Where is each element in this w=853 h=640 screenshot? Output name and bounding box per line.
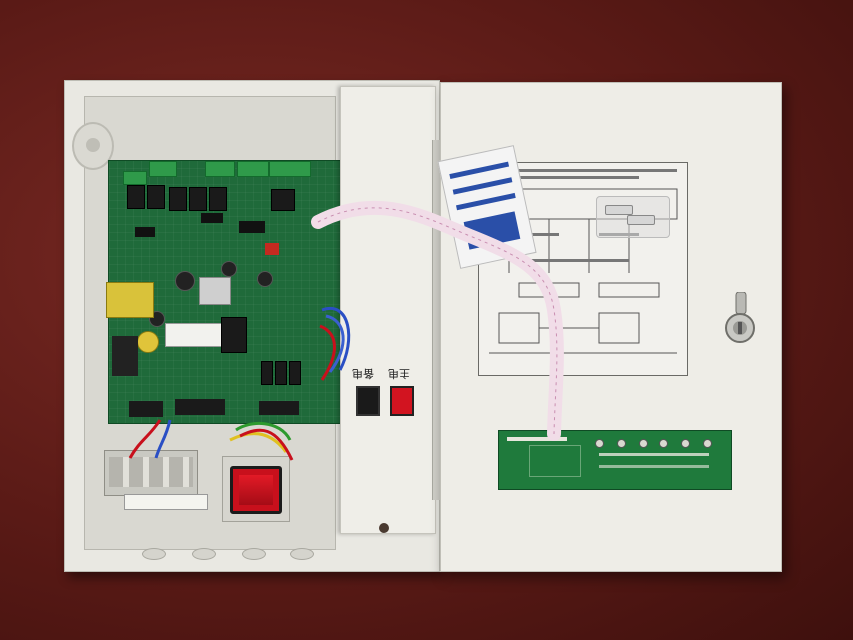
terminal-strip: [104, 450, 198, 496]
terminal-block: [149, 161, 177, 177]
indicator-led: [703, 439, 712, 448]
cable-knockout: [242, 548, 266, 560]
terminal-block: [269, 161, 311, 177]
dip-switch: [265, 243, 279, 255]
cam-lock-icon[interactable]: [722, 292, 758, 348]
relay: [189, 187, 207, 211]
capacitor: [221, 261, 237, 277]
ic-chip: [201, 213, 223, 223]
screw-terminal: [259, 401, 299, 415]
relay: [221, 317, 247, 353]
relay: [209, 187, 227, 211]
spare-fuse: [627, 215, 655, 225]
buzzer-icon: [72, 122, 114, 170]
backup-power-label: 备电: [352, 367, 374, 380]
capacitor: [257, 271, 273, 287]
ic-chip: [135, 227, 155, 237]
relay: [169, 187, 187, 211]
mounting-hole: [379, 523, 389, 533]
front-cover-plate: [340, 86, 436, 534]
relay: [261, 361, 273, 385]
cable-knockout: [192, 548, 216, 560]
screw-terminal: [129, 401, 163, 417]
terminal-block: [123, 171, 147, 185]
board-label-sticker: [165, 323, 227, 347]
spare-fuse: [605, 205, 633, 215]
relay: [289, 361, 301, 385]
relay: [275, 361, 287, 385]
display-pcb: [498, 430, 732, 490]
terminal-housing: [112, 336, 138, 376]
backup-power-switch[interactable]: [356, 386, 380, 416]
heatsink: [199, 277, 231, 305]
terminal-label-strip: [124, 494, 208, 510]
main-power-label: 主电: [388, 367, 410, 380]
relay: [127, 185, 145, 209]
terminal-block: [237, 161, 269, 177]
spare-fuse-bag: [596, 196, 670, 238]
ic-chip: [239, 221, 265, 233]
buzzer-disc: [137, 331, 159, 353]
relay: [147, 185, 165, 209]
main-power-switch[interactable]: [390, 386, 414, 416]
relay: [271, 189, 295, 211]
transformer: [106, 282, 154, 318]
indicator-led: [659, 439, 668, 448]
terminal-block: [205, 161, 235, 177]
indicator-led: [617, 439, 626, 448]
screw-terminal: [175, 399, 225, 415]
cable-knockout: [142, 548, 166, 560]
capacitor: [175, 271, 195, 291]
rocker-switch-icon: [239, 475, 273, 505]
indicator-led: [681, 439, 690, 448]
indicator-led: [595, 439, 604, 448]
cable-knockout: [290, 548, 314, 560]
power-rocker-switch[interactable]: [230, 466, 282, 514]
indicator-led: [639, 439, 648, 448]
